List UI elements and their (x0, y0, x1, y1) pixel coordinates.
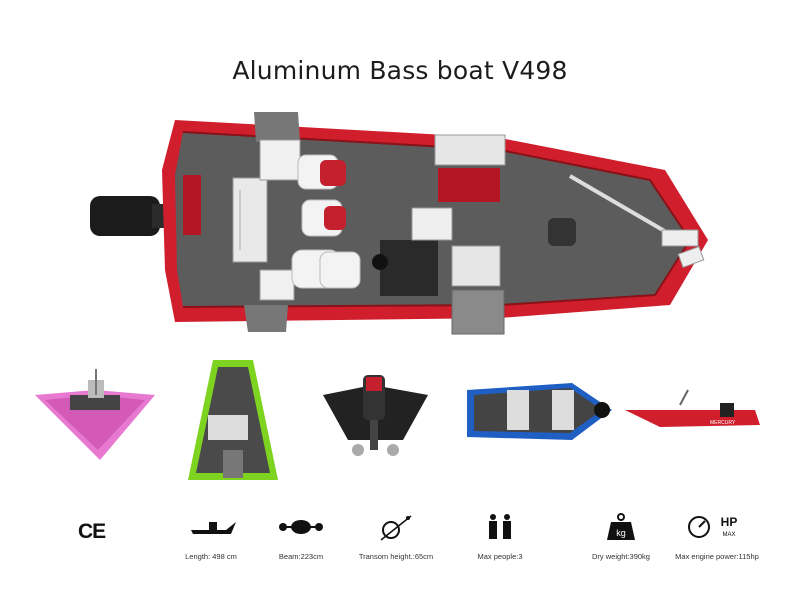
people-icon (489, 514, 511, 539)
spec-beam: Beam:223cm (246, 512, 356, 561)
mercury-brand-text: MERCURY (710, 420, 736, 426)
thumbnail-red-boat: MERCURY (625, 389, 760, 427)
weight-icon-text: kg (616, 528, 626, 538)
thumbnail-black-boat (323, 375, 428, 456)
spec-weight: kg Dry weight:390kg (566, 512, 676, 561)
beam-icon (279, 520, 323, 534)
transom-icon (380, 515, 412, 541)
spec-transom: Transom height.:65cm (341, 512, 451, 561)
spec-engine-power: HP MAX Max engine power:115hp (662, 512, 772, 561)
page-title: Aluminum Bass boat V498 (232, 56, 568, 85)
spec-people: Max people:3 (445, 512, 555, 561)
spec-length: Length: 498 cm (156, 512, 266, 561)
main-boat-image (90, 112, 708, 335)
engine-power-hp-text: HP (721, 515, 738, 529)
thumbnail-blue-boat (467, 383, 612, 440)
engine-power-max-text: MAX (722, 532, 735, 538)
ce-mark: CE (78, 520, 106, 543)
seats (291, 154, 361, 289)
weight-icon: kg (607, 513, 635, 540)
engine-power-icon: HP MAX (688, 515, 738, 538)
thumbnail-green-boat (188, 360, 278, 480)
length-icon (191, 522, 236, 534)
spec-row: Length: 498 cm Beam:223cm Transom height… (0, 512, 800, 572)
thumbnail-pink-boat (35, 369, 155, 460)
